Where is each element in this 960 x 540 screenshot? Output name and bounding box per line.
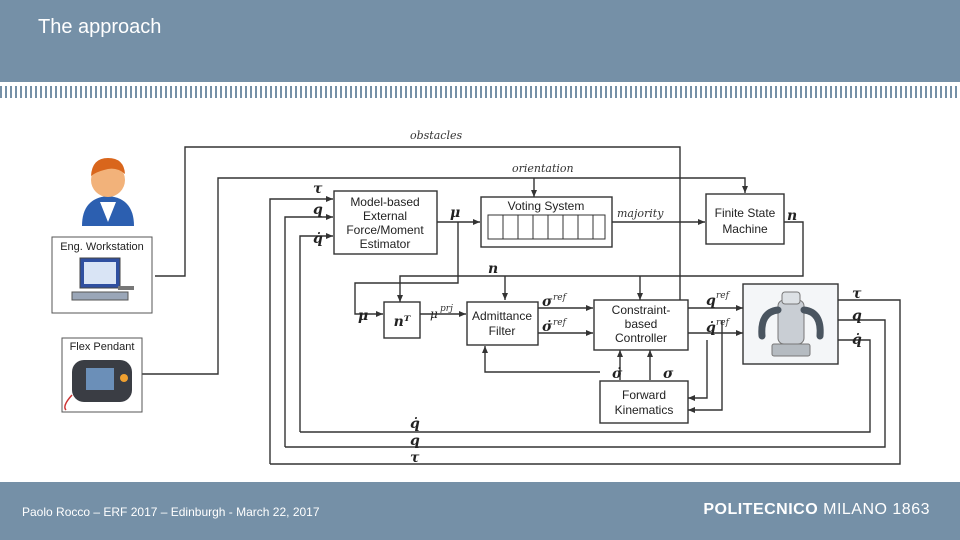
sigma-ref-sup: ref: [553, 293, 568, 303]
kinematics-line-1: Forward: [622, 388, 666, 402]
q-ref-sup: ref: [716, 291, 731, 301]
qdot-output-line: [300, 339, 871, 433]
fsm-line-1: Finite State: [715, 206, 776, 220]
header-tick-strip: [0, 86, 960, 98]
flex-pendant-label: Flex Pendant: [70, 341, 135, 353]
controller-line-3: Controller: [615, 331, 667, 345]
n-line: [397, 221, 804, 302]
admittance-line-2: Filter: [489, 324, 516, 338]
pendant-to-fsm-line: [142, 177, 748, 375]
qdot-feedback-line: [299, 233, 333, 432]
q-bottom-label: q: [410, 433, 420, 449]
eng-workstation: Eng. Workstation: [51, 236, 153, 314]
obstacles-label: obstacles: [410, 129, 462, 142]
slide-title: The approach: [38, 16, 162, 38]
politecnico-logo: POLITECNICO MILANO 1863: [703, 501, 930, 519]
q-out-label: q: [852, 308, 862, 324]
q-output-line: [285, 319, 886, 448]
robot-image: [742, 283, 839, 365]
eng-workstation-label: Eng. Workstation: [60, 241, 144, 253]
tau-output-line: [270, 299, 901, 465]
tau-bottom-label: τ: [410, 450, 420, 466]
n-fsm-label: n: [787, 208, 797, 224]
voting-system-block: Voting System: [480, 196, 613, 248]
nT-label: nᵀ: [394, 314, 412, 330]
orientation-label: orientation: [512, 162, 574, 175]
footer-citation: Paolo Rocco – ERF 2017 – Edinburgh - Mar…: [22, 505, 320, 519]
sigma-dot-ref-sup: ref: [553, 318, 568, 328]
fsm-line-2: Machine: [722, 222, 768, 236]
estimator-line-3: Force/Moment: [346, 223, 424, 237]
q-in-label: q: [313, 202, 323, 218]
qdot-out-label: q̇: [852, 331, 862, 348]
mu-nT-label: μ: [358, 308, 368, 324]
mu-prj-label: μ: [430, 307, 438, 321]
q-ref-label: q: [706, 293, 716, 309]
nT-block: nᵀ: [383, 301, 421, 339]
flex-pendant: Flex Pendant: [61, 337, 143, 413]
controller-line-1: Constraint-: [612, 303, 671, 317]
obstacles-line: [155, 146, 681, 300]
estimator-line-1: Model-based: [350, 195, 419, 209]
controller-line-2: based: [625, 317, 658, 331]
fsm-block: Finite State Machine: [705, 193, 785, 245]
qdot-bottom-label: q̇: [410, 415, 420, 432]
sigma-ref-label: σ: [542, 294, 553, 310]
slide-header: The approach: [0, 0, 960, 82]
kinematics-line-2: Kinematics: [615, 403, 674, 417]
majority-label: majority: [617, 207, 664, 220]
mu-est-label: μ: [450, 205, 460, 221]
logo-rest: MILANO 1863: [818, 501, 930, 518]
q-feedback-line: [284, 214, 333, 447]
admittance-block: Admittance Filter: [466, 301, 539, 346]
slide-footer: Paolo Rocco – ERF 2017 – Edinburgh - Mar…: [0, 482, 960, 540]
mu-to-nT-line: [354, 222, 459, 317]
qdot-in-label: q̇: [313, 230, 323, 247]
tau-feedback-line: [269, 196, 333, 464]
admittance-line-1: Admittance: [472, 309, 532, 323]
qdot-ref-sup: ref: [716, 318, 731, 328]
controller-block: Constraint- based Controller: [593, 299, 689, 351]
logo-bold: POLITECNICO: [703, 501, 819, 518]
kinematics-block: Forward Kinematics: [599, 380, 689, 424]
sigma-fk-label: σ: [663, 366, 674, 382]
signal-lines: [142, 146, 901, 465]
tau-in-label: τ: [313, 181, 323, 197]
prj-superscript: prj: [440, 304, 453, 314]
estimator-block: Model-based External Force/Moment Estima…: [333, 190, 438, 255]
q-to-kinematics-line: [688, 320, 723, 413]
n-bus-label: n: [488, 261, 498, 277]
qdot-to-kinematics-line: [688, 340, 708, 401]
sigma-to-admittance-line: [482, 346, 600, 373]
estimator-line-4: Estimator: [360, 237, 411, 251]
estimator-line-2: External: [363, 209, 407, 223]
qdot-ref-label: q̇: [706, 319, 716, 336]
tau-out-label: τ: [852, 286, 862, 302]
voting-label: Voting System: [508, 199, 585, 213]
sigma-dot-ref-label: σ̇: [542, 318, 553, 335]
engineer-avatar: [82, 158, 134, 226]
sigma-dot-fk-label: σ̇: [612, 365, 623, 382]
